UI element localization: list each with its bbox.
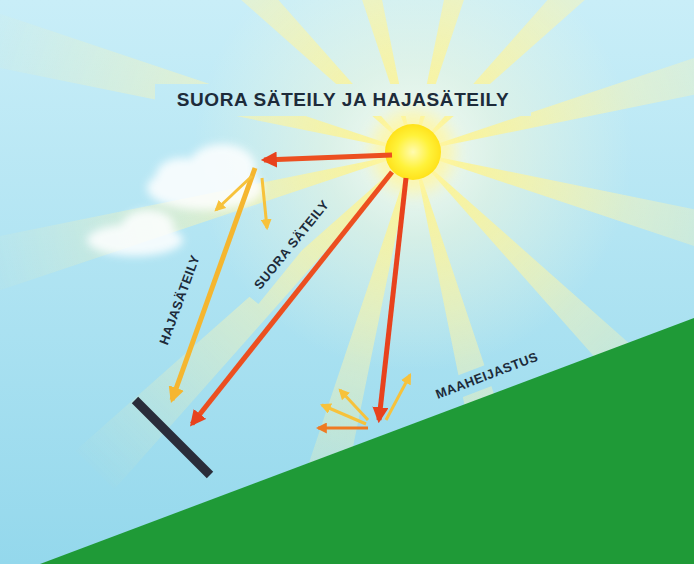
reflection-arrow xyxy=(386,375,410,420)
radiation-label: HAJASÄTEILY xyxy=(157,253,203,347)
diagram-title: SUORA SÄTEILY JA HAJASÄTEILY xyxy=(177,90,510,111)
solar-panel xyxy=(135,400,210,475)
ground-arrow xyxy=(379,178,406,420)
radiation-label: SUORA SÄTEILY xyxy=(252,198,333,293)
ground xyxy=(40,318,694,564)
reflection-arrow xyxy=(318,427,368,430)
reflection-arrow xyxy=(340,390,368,420)
scatter-arrow xyxy=(262,178,267,228)
radiation-label: MAAHEIJASTUS xyxy=(434,350,540,402)
arrow-to-cloud xyxy=(264,155,392,160)
scatter-arrow xyxy=(216,176,252,210)
sun xyxy=(385,124,441,180)
direct-arrow xyxy=(192,172,392,424)
reflection-arrow xyxy=(322,405,366,424)
radiation-arrows xyxy=(172,155,410,428)
clouds xyxy=(87,144,263,256)
